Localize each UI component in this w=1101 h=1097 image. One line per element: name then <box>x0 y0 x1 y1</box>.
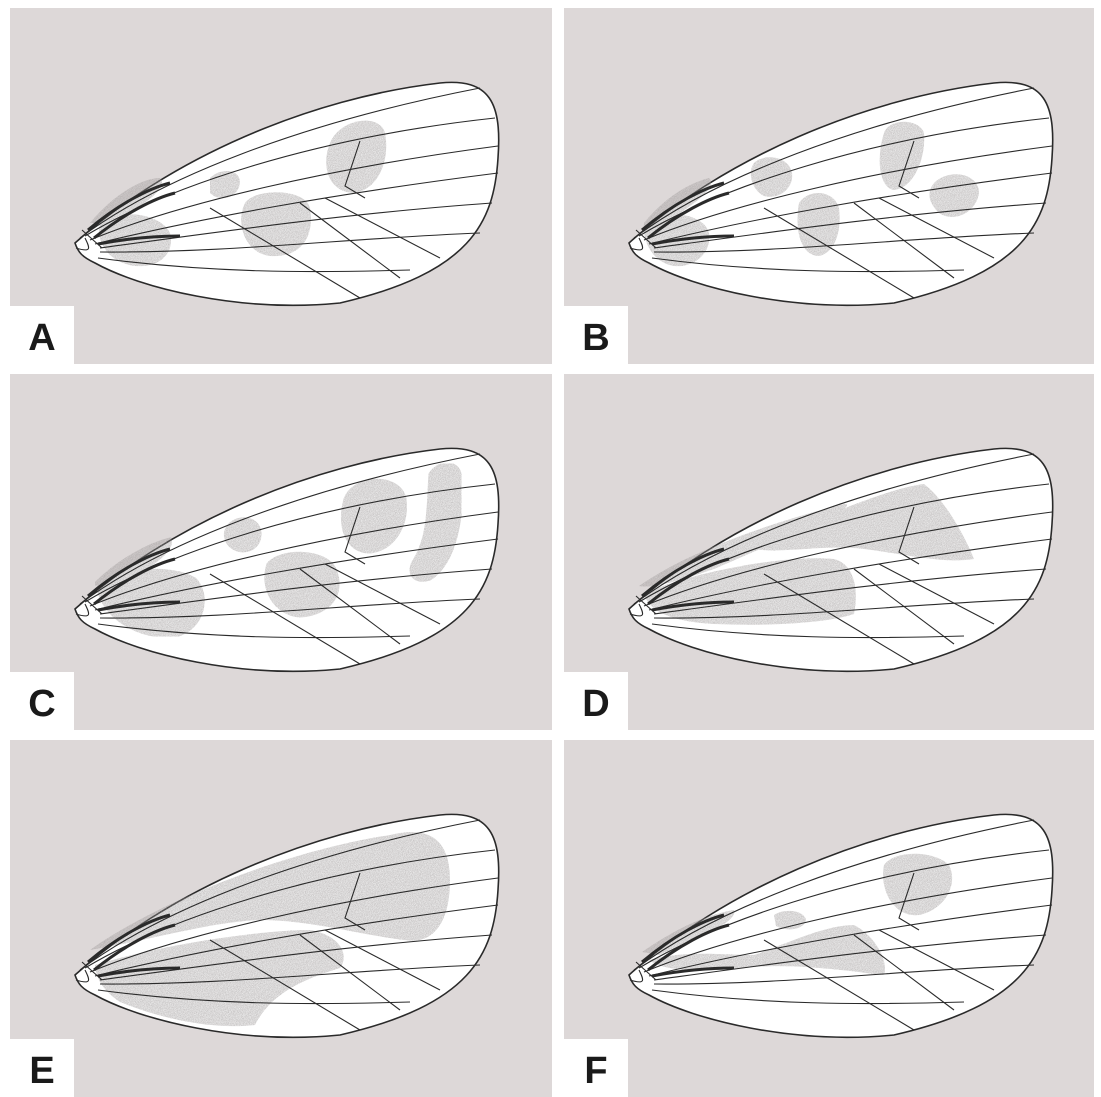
panel-a: A <box>10 8 552 364</box>
panel-f: F <box>564 740 1094 1097</box>
panel-label-e: E <box>10 1039 74 1097</box>
panel-d: D <box>564 374 1094 730</box>
panel-label-d: D <box>564 672 628 730</box>
panel-e: E <box>10 740 552 1097</box>
panel-label-f: F <box>564 1039 628 1097</box>
wing-drawing-c <box>10 374 552 730</box>
wing-drawing-b <box>564 8 1094 364</box>
panel-c: C <box>10 374 552 730</box>
wing-drawing-a <box>10 8 552 364</box>
wing-drawing-d <box>564 374 1094 730</box>
wing-drawing-e <box>10 740 552 1097</box>
panel-label-b: B <box>564 306 628 364</box>
wing-drawing-f <box>564 740 1094 1097</box>
panel-b: B <box>564 8 1094 364</box>
panel-label-a: A <box>10 306 74 364</box>
panel-label-c: C <box>10 672 74 730</box>
